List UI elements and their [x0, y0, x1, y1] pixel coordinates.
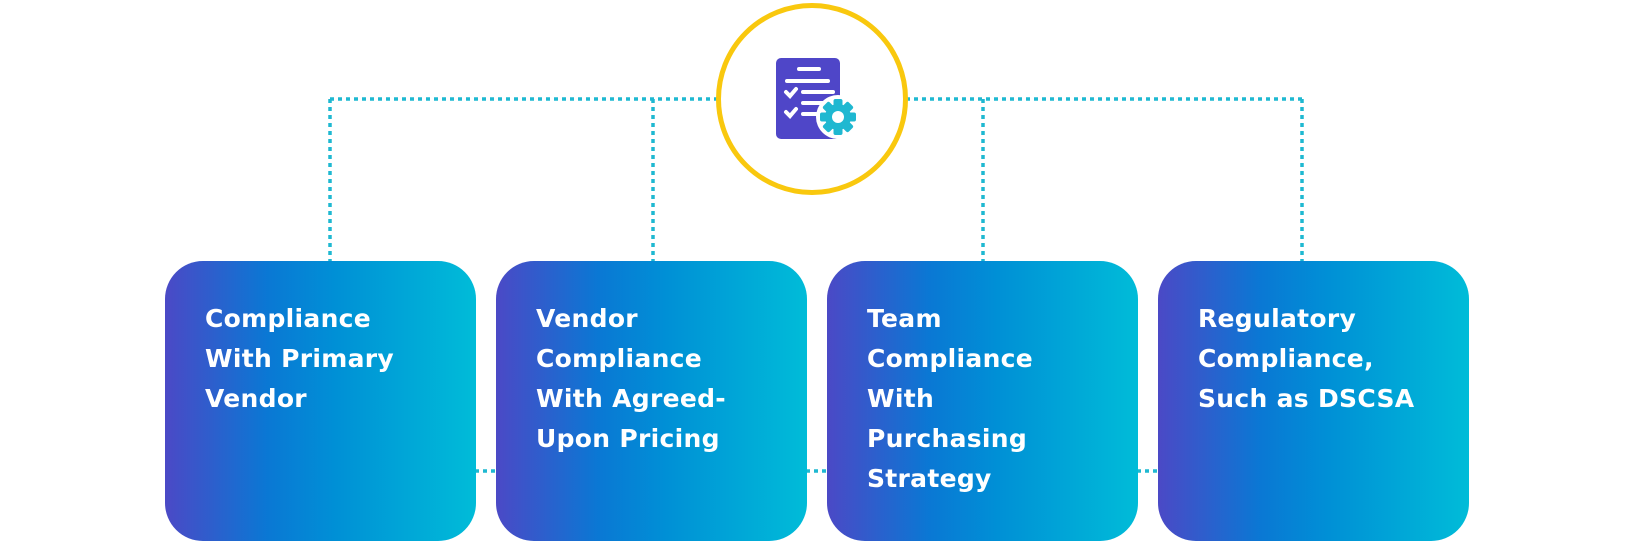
- card-regulatory-compliance: Regulatory Compliance, Such as DSCSA: [1158, 261, 1469, 541]
- card-team-purchasing-compliance: Team Compliance With Purchasing Strategy: [827, 261, 1138, 541]
- card-primary-vendor-compliance: Compliance With Primary Vendor: [165, 261, 476, 541]
- checklist-settings-icon: [776, 58, 857, 139]
- central-hub: [716, 3, 908, 195]
- card-vendor-pricing-compliance: Vendor Compliance With Agreed-Upon Prici…: [496, 261, 807, 541]
- card-label: Regulatory Compliance, Such as DSCSA: [1198, 304, 1415, 413]
- card-label: Compliance With Primary Vendor: [205, 304, 394, 413]
- card-label: Team Compliance With Purchasing Strategy: [867, 304, 1034, 493]
- card-label: Vendor Compliance With Agreed-Upon Prici…: [536, 304, 726, 453]
